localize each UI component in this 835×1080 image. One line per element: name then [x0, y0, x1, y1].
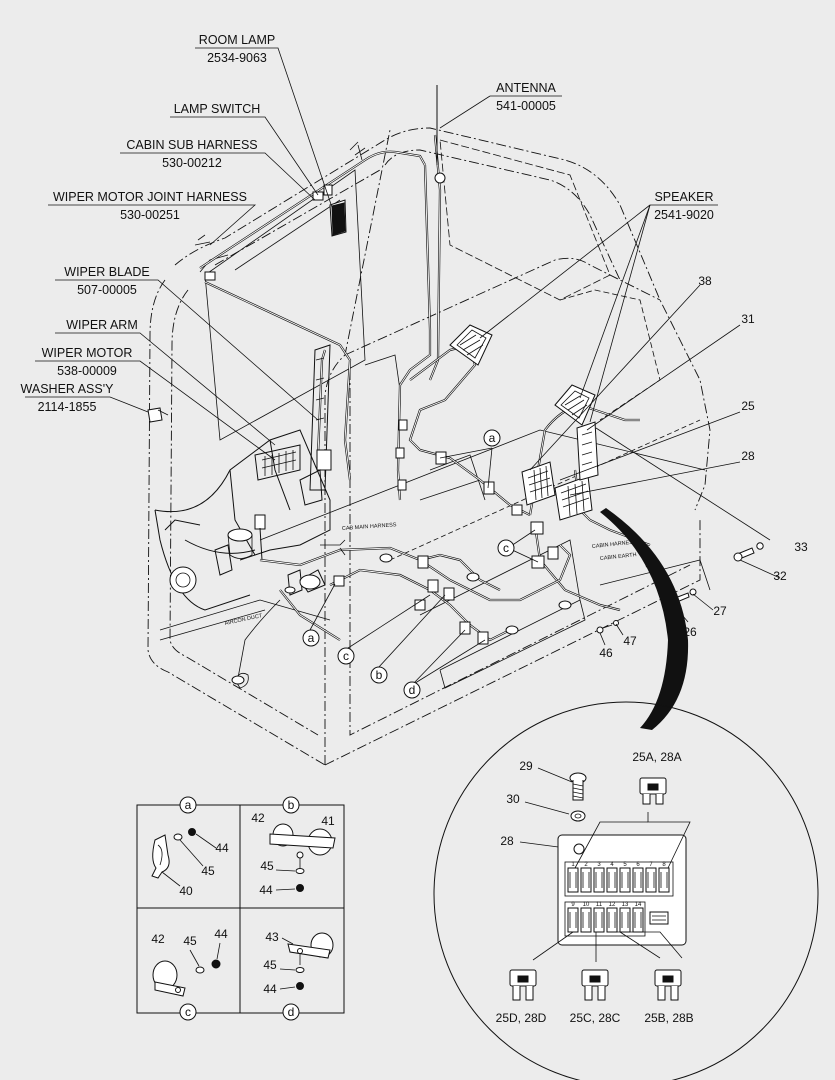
detail-a-part-40: 40	[179, 884, 193, 898]
room-lamp-label: ROOM LAMP	[199, 33, 275, 47]
marker-b: b	[376, 668, 383, 682]
part-number-28: 28	[741, 449, 755, 463]
detail-c-part-42: 42	[151, 932, 165, 946]
part-number-33: 33	[794, 540, 808, 554]
detail-a-marker: a	[185, 798, 192, 812]
fuse-detail-part-29: 29	[519, 759, 533, 773]
marker-a-lower: a	[308, 631, 315, 645]
detail-a-part-45: 45	[201, 864, 215, 878]
fuse-icon-top	[639, 777, 667, 805]
fuse-slot-12: 12	[609, 902, 616, 908]
marker-c-left: c	[343, 649, 349, 663]
fuse-slot-9: 9	[571, 902, 575, 908]
wiper-arm-label: WIPER ARM	[66, 318, 138, 332]
detail-b-part-41: 41	[321, 814, 335, 828]
part-number-31: 31	[741, 312, 755, 326]
cabin-outline	[147, 127, 711, 766]
washer-label: WASHER ASS'Y	[21, 382, 115, 396]
antenna-label: ANTENNA	[496, 81, 556, 95]
detail-c-marker: c	[185, 1005, 191, 1019]
wiper-motor-joint-harness-code: 530-00251	[120, 208, 180, 222]
part-number-27: 27	[713, 604, 727, 618]
cabin-harness-label: CABIN HARNESS	[592, 539, 638, 550]
fuse-row-top: 1 2 3 4 5 6 7 8	[567, 862, 670, 893]
detail-b: b 42 41 45 44	[251, 796, 336, 897]
fuse-bottom-center-label: 25C, 28C	[570, 1011, 621, 1025]
part-number-46: 46	[599, 646, 613, 660]
fuse-detail-part-30: 30	[506, 792, 520, 806]
fuse-slot-13: 13	[622, 902, 629, 908]
main-harness-label: CAB MAIN HARNESS	[342, 522, 397, 532]
leader-lines	[25, 47, 781, 686]
fuse-icon-bottom-right	[654, 969, 682, 1001]
part-number-25: 25	[741, 399, 755, 413]
fuse-bottom-right-label: 25B, 28B	[644, 1011, 693, 1025]
detail-b-part-42: 42	[251, 811, 265, 825]
lamp-switch-label: LAMP SWITCH	[174, 102, 261, 116]
part-number-47: 47	[623, 634, 637, 648]
room-lamp-code: 2534-9063	[207, 51, 267, 65]
fuse-slot-10: 10	[583, 902, 590, 908]
fuse-detail-part-28: 28	[500, 834, 514, 848]
cabin-sub-harness-label: CABIN SUB HARNESS	[126, 138, 257, 152]
speaker-code: 2541-9020	[654, 208, 714, 222]
wiper-motor-label: WIPER MOTOR	[42, 346, 133, 360]
detail-a-part-44: 44	[215, 841, 229, 855]
detail-a: a 44 45 40	[151, 796, 229, 898]
fuse-icon-bottom-center	[581, 969, 609, 1001]
letter-markers: a a c b d c	[302, 429, 515, 699]
cabin-earth-label: CABIN EARTH	[600, 552, 637, 562]
wiper-motor-code: 538-00009	[57, 364, 117, 378]
detail-c: c 42 45 44	[151, 927, 228, 1021]
washer-code: 2114-1855	[38, 400, 97, 414]
marker-c-right: c	[503, 541, 509, 555]
components	[194, 85, 764, 685]
marker-a-upper: a	[489, 431, 496, 445]
cabin-sub-harness-code: 530-00212	[162, 156, 222, 170]
fuse-slot-6: 6	[636, 862, 640, 868]
fuse-slot-2: 2	[584, 862, 588, 868]
wiper-assembly	[147, 344, 332, 596]
wiper-blade-label: WIPER BLADE	[64, 265, 149, 279]
detail-b-part-45: 45	[260, 859, 274, 873]
detail-d-part-44: 44	[263, 982, 277, 996]
marker-d: d	[409, 683, 416, 697]
wiper-motor-joint-harness-label: WIPER MOTOR JOINT HARNESS	[53, 190, 247, 204]
part-number-32: 32	[773, 569, 787, 583]
detail-c-part-44: 44	[214, 927, 228, 941]
detail-d-marker: d	[288, 1005, 295, 1019]
detail-d-part-43: 43	[265, 930, 279, 944]
wiper-blade-code: 507-00005	[77, 283, 137, 297]
detail-b-marker: b	[288, 798, 295, 812]
fuse-bottom-left-label: 25D, 28D	[496, 1011, 547, 1025]
fuse-slot-3: 3	[597, 862, 601, 868]
fuse-icon-bottom-left	[509, 969, 537, 1001]
fuse-box-detail: 29 30 28 1 2 3 4 5 6 7 8	[433, 701, 819, 1080]
detail-d: d 43 45 44	[263, 930, 334, 1021]
fuse-top-label: 25A, 28A	[632, 750, 681, 764]
callout-labels: ROOM LAMP 2534-9063 LAMP SWITCH CABIN SU…	[21, 33, 808, 660]
fuse-slot-4: 4	[610, 862, 614, 868]
detail-b-part-44: 44	[259, 883, 273, 897]
detail-d-part-45: 45	[263, 958, 277, 972]
clamp-detail-grid: a 44 45 40 b 42 41 45 44	[136, 796, 345, 1021]
fuse-slot-1: 1	[571, 862, 575, 868]
fuse-slot-7: 7	[649, 862, 653, 868]
fuse-slot-8: 8	[662, 862, 666, 868]
antenna-code: 541-00005	[496, 99, 556, 113]
speaker-label: SPEAKER	[654, 190, 713, 204]
fuse-slot-11: 11	[596, 902, 603, 908]
detail-pointer	[600, 508, 689, 730]
part-number-38: 38	[698, 274, 712, 288]
aircon-duct-console: AIRCON DUCT	[154, 429, 331, 689]
fuse-slot-14: 14	[635, 902, 642, 908]
detail-c-part-45: 45	[183, 934, 197, 948]
fuse-slot-5: 5	[623, 862, 627, 868]
